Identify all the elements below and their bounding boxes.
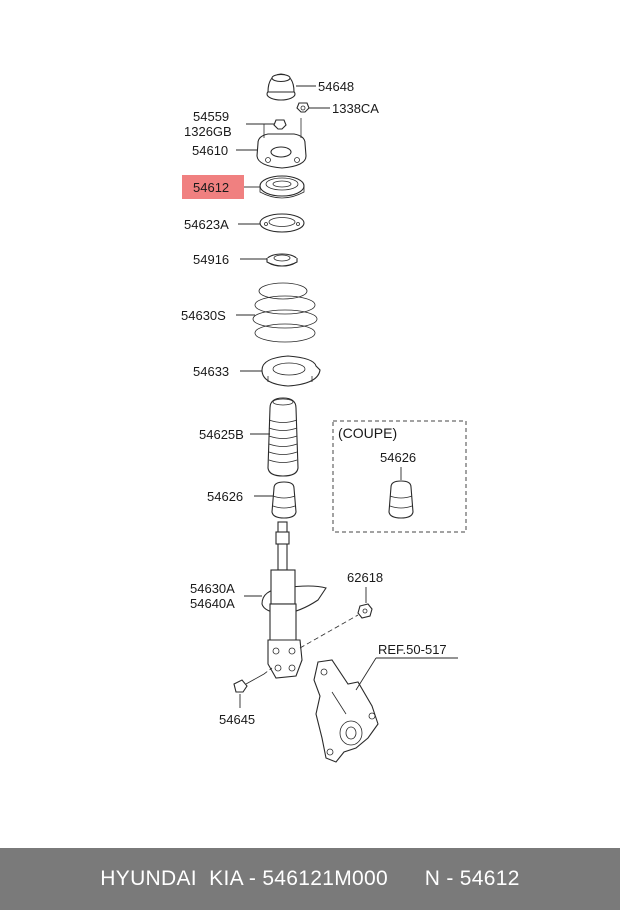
part-54630A-strut	[261, 521, 327, 679]
coupe-label-54626: 54626	[380, 450, 416, 465]
label-1338CA: 1338CA	[332, 101, 379, 116]
part-54630S-spring	[252, 282, 318, 343]
label-54612: 54612	[193, 180, 229, 195]
part-54610-mount	[256, 118, 307, 169]
label-54559: 54559	[193, 109, 229, 124]
label-54645: 54645	[219, 712, 255, 727]
strut-exploded-diagram: 54648 1338CA 54559 1326GB 54610 54612	[181, 73, 467, 763]
footer-spacer	[388, 867, 425, 891]
footer-diagram-number: N - 54612	[424, 867, 520, 890]
knuckle-ref-part	[313, 659, 379, 763]
label-54610: 54610	[192, 143, 228, 158]
label-54640A: 54640A	[190, 596, 235, 611]
coupe-part-54626-bumper	[388, 480, 414, 519]
highlight-box-54612	[182, 175, 244, 199]
label-62618: 62618	[347, 570, 383, 585]
label-1326GB: 1326GB	[184, 124, 232, 139]
part-54645-bolt	[233, 673, 265, 693]
footer-brand-partno: HYUNDAI KIA - 546121M000	[100, 867, 388, 890]
label-54630S: 54630S	[181, 308, 226, 323]
part-54623A-seat	[259, 213, 305, 233]
label-54630A: 54630A	[190, 581, 235, 596]
part-54633-pad	[261, 355, 321, 387]
footer-bar: HYUNDAI KIA - 546121M000 N - 54612	[0, 848, 620, 910]
label-54648: 54648	[318, 79, 354, 94]
coupe-variant-box	[332, 420, 467, 533]
label-54625B: 54625B	[199, 427, 244, 442]
part-54916-pad	[266, 253, 298, 267]
label-54633: 54633	[193, 364, 229, 379]
label-54626: 54626	[207, 489, 243, 504]
part-62618-nut	[357, 603, 373, 619]
part-54559-nut	[273, 119, 287, 130]
coupe-title: (COUPE)	[338, 425, 397, 441]
part-54648-cap	[266, 73, 296, 101]
label-54916: 54916	[193, 252, 229, 267]
part-54625B-boot	[267, 397, 299, 477]
part-54626-bumper	[271, 481, 297, 519]
part-54612-bearing	[259, 175, 305, 199]
label-ref-50-517: REF.50-517	[378, 642, 447, 657]
part-1338CA-nut	[296, 102, 310, 113]
label-54623A: 54623A	[184, 217, 229, 232]
